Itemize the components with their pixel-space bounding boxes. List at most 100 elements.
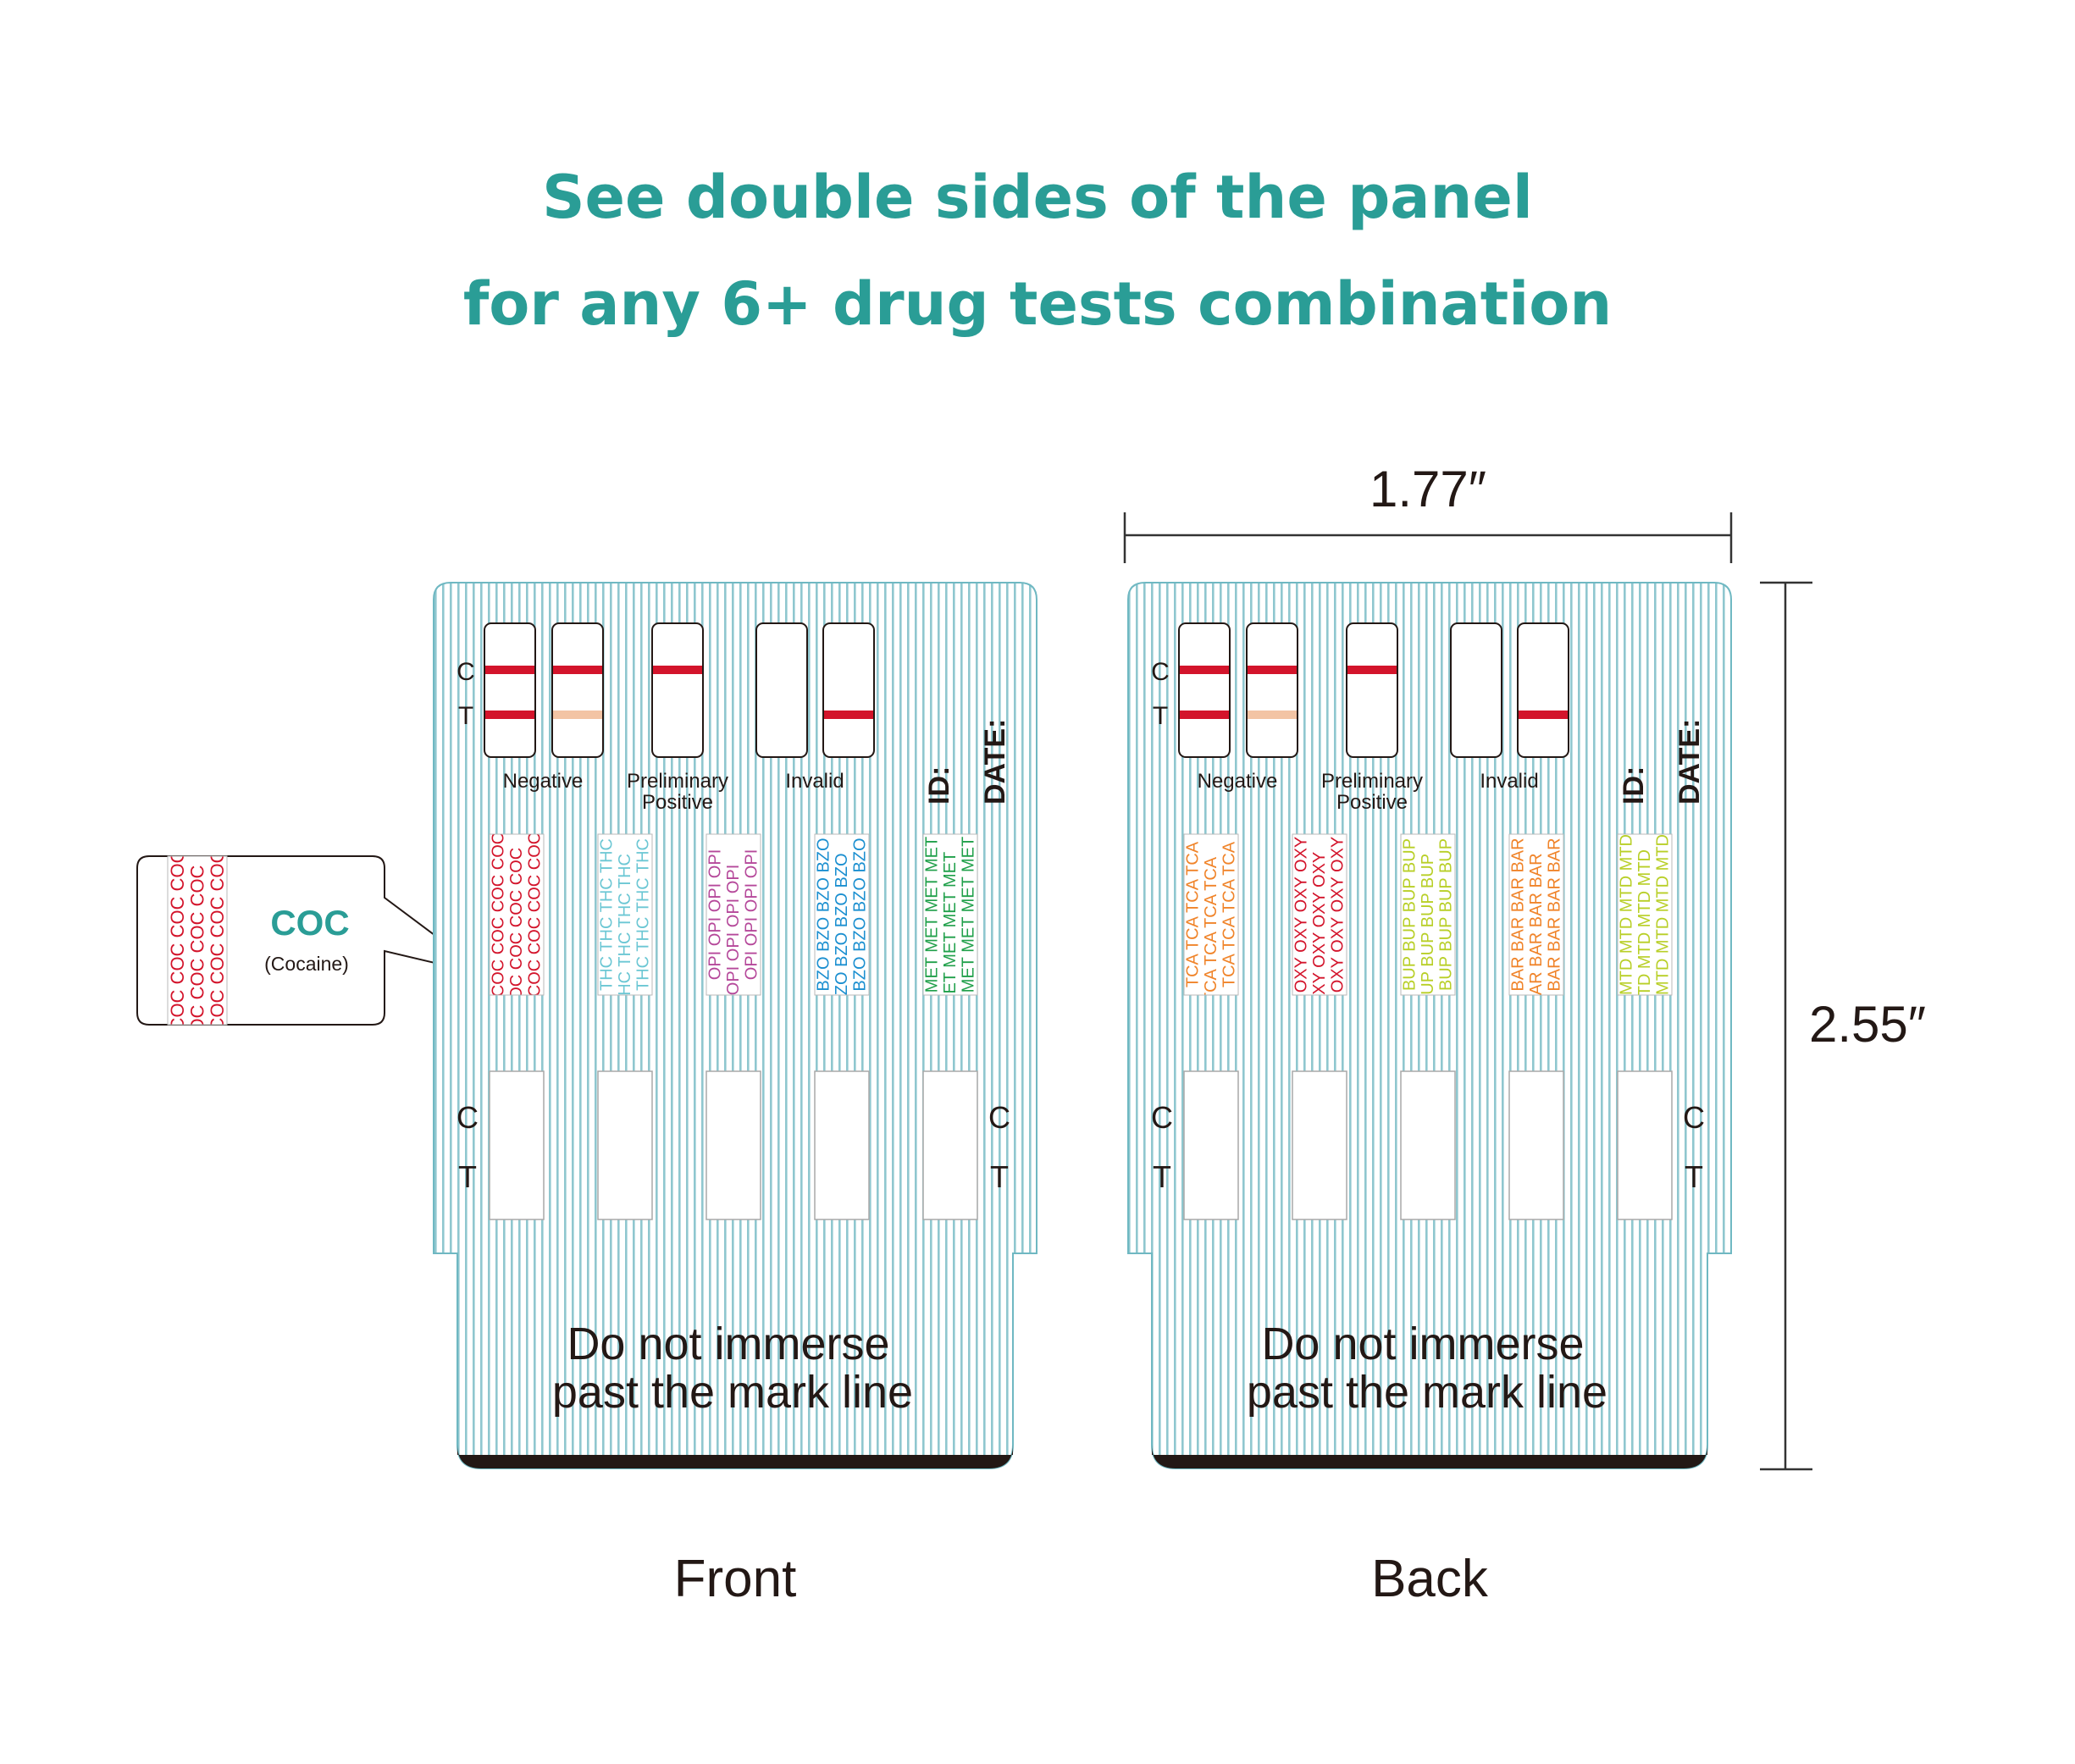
legend-window-1 (1178, 622, 1231, 758)
strip-code-text: BUP BUP BUP BUP (1419, 854, 1437, 1006)
test-line (1180, 711, 1229, 719)
drug-strip-bzo: BZO BZO BZO BZO BZO BZO BZO BZO BZO BZO … (814, 833, 870, 1006)
warning-line2: past the mark line (552, 1367, 913, 1418)
strip-code-text: TCA TCA TCA TCA (1202, 856, 1220, 1003)
legend-window-2 (551, 622, 604, 758)
strip-code-text: BAR BAR BAR BAR (1509, 838, 1528, 991)
legend-negative: Negative (503, 770, 584, 793)
test-line (485, 711, 534, 719)
headline-line2: for any 6+ drug tests combination (462, 269, 1613, 339)
strip-code-text: TCA TCA TCA TCA (1184, 841, 1203, 987)
drug-strip-thc: THC THC THC THC THC THC THC THC THC THC … (597, 833, 653, 1006)
legend-window-4 (1450, 622, 1502, 758)
strip-code-text: BZO BZO BZO BZO (833, 853, 851, 1006)
warning-line2: past the mark line (1247, 1367, 1607, 1418)
id-label: ID: (1618, 766, 1650, 805)
drug-strip-oxy: OXY OXY OXY OXY OXY OXY OXY OXY OXY OXY … (1292, 833, 1347, 1009)
strip-code-text: TCA TCA TCA TCA (1220, 841, 1238, 987)
result-window-thc (597, 1070, 653, 1220)
legend-window-3 (1346, 622, 1398, 758)
coc-callout: COC COC COC COC COC COC COC COC COC COC … (136, 849, 490, 1046)
legend-window-5 (822, 622, 875, 758)
strip-code-text: OXY OXY OXY OXY (1328, 837, 1347, 993)
strip-code-text: BUP BUP BUP BUP (1436, 838, 1455, 991)
legend-window-1 (484, 622, 536, 758)
result-window-bup (1400, 1070, 1456, 1220)
warning-line1: Do not immerse (1261, 1319, 1584, 1369)
legend-preliminary: Preliminary (627, 770, 728, 793)
height-label: 2.55″ (1809, 996, 1926, 1053)
legend-preliminary: Preliminary (1321, 770, 1423, 793)
strip-code-text: OPI OPI OPI OPI (724, 865, 743, 995)
strip-code-text: OXY OXY OXY OXY (1292, 837, 1311, 993)
control-line (485, 666, 534, 674)
left-t-marker: T (458, 1159, 477, 1194)
left-c-marker: C (1151, 1100, 1173, 1135)
control-line (553, 666, 602, 674)
control-line (1180, 666, 1229, 674)
left-c-marker: C (456, 1100, 479, 1135)
strip-code-text: COC COC COC COC (525, 832, 544, 997)
result-window-mtd (1617, 1070, 1673, 1220)
side-caption-back: Back (1371, 1550, 1489, 1608)
strip-code-text: BZO BZO BZO BZO (850, 838, 869, 991)
legend-t-label: T (1153, 702, 1168, 730)
legend-t-label: T (458, 702, 473, 730)
id-label: ID: (923, 766, 955, 805)
right-c-marker: C (1683, 1100, 1705, 1135)
strip-code-text: MET MET MET MET (959, 837, 977, 993)
strip-code-text: MTD MTD MTD MTD (1618, 834, 1636, 995)
test-line (824, 711, 873, 719)
legend-window-3 (651, 622, 704, 758)
strip-code-text: THC THC THC THC (616, 854, 634, 1006)
drug-strip-met: MET MET MET MET MET MET MET MET MET MET … (922, 833, 978, 996)
legend-window-2 (1246, 622, 1298, 758)
drug-strip-mtd: MTD MTD MTD MTD MTD MTD MTD MTD MTD MTD … (1617, 833, 1673, 996)
strip-code-text: COC COC COC COC (187, 865, 208, 1046)
strip-code-text: COC COC COC COC (207, 849, 228, 1031)
test-line (1519, 711, 1568, 719)
warning-line1: Do not immerse (567, 1319, 889, 1369)
legend-positive: Positive (642, 791, 713, 814)
headline-line1: See double sides of the panel (542, 163, 1533, 232)
width-dimension: 1.77″ (1123, 461, 1733, 563)
callout-name: (Cocaine) (264, 953, 349, 975)
strip-code-text: OXY OXY OXY OXY (1310, 852, 1329, 1009)
callout-code: COC (270, 903, 349, 943)
legend-c-label: C (1151, 658, 1170, 686)
result-window-coc (489, 1070, 545, 1220)
legend-invalid: Invalid (1480, 770, 1538, 793)
drug-strip-tca: TCA TCA TCA TCA TCA TCA TCA TCA TCA TCA … (1183, 833, 1239, 1003)
result-window-opi (706, 1070, 761, 1220)
side-caption-front: Front (674, 1550, 797, 1608)
result-window-tca (1183, 1070, 1239, 1220)
control-line (1248, 666, 1297, 674)
strip-code-text: MTD MTD MTD MTD (1653, 834, 1672, 995)
strip-code-text: COC COC COC COC (167, 849, 188, 1031)
drug-strip-coc: COC COC COC COC COC COC COC COC COC COC … (489, 832, 545, 1012)
strip-code-text: OPI OPI OPI OPI (742, 849, 761, 980)
strip-code-text: BZO BZO BZO BZO (815, 838, 833, 991)
result-window-bar (1508, 1070, 1564, 1220)
result-window-met (922, 1070, 978, 1220)
drug-strip-opi: OPI OPI OPI OPI OPI OPI OPI OPI OPI OPI … (706, 833, 761, 996)
callout-strip-sample: COC COC COC COC COC COC COC COC COC COC … (167, 849, 228, 1046)
left-t-marker: T (1153, 1159, 1171, 1194)
strip-code-text: BUP BUP BUP BUP (1401, 838, 1419, 991)
width-label: 1.77″ (1370, 461, 1486, 517)
strip-code-text: BAR BAR BAR BAR (1527, 853, 1546, 1006)
legend-c-label: C (456, 658, 475, 686)
right-c-marker: C (988, 1100, 1010, 1135)
callout-strip-swatch: COC COC COC COC COC COC COC COC COC COC … (167, 849, 228, 1046)
control-line (653, 666, 702, 674)
strip-code-text: COC COC COC COC (507, 848, 526, 1012)
control-line (1347, 666, 1397, 674)
legend-negative: Negative (1198, 770, 1278, 793)
date-label: DATE: (1674, 719, 1706, 805)
strip-code-text: MET MET MET MET (923, 837, 942, 993)
legend-window-5 (1517, 622, 1569, 758)
